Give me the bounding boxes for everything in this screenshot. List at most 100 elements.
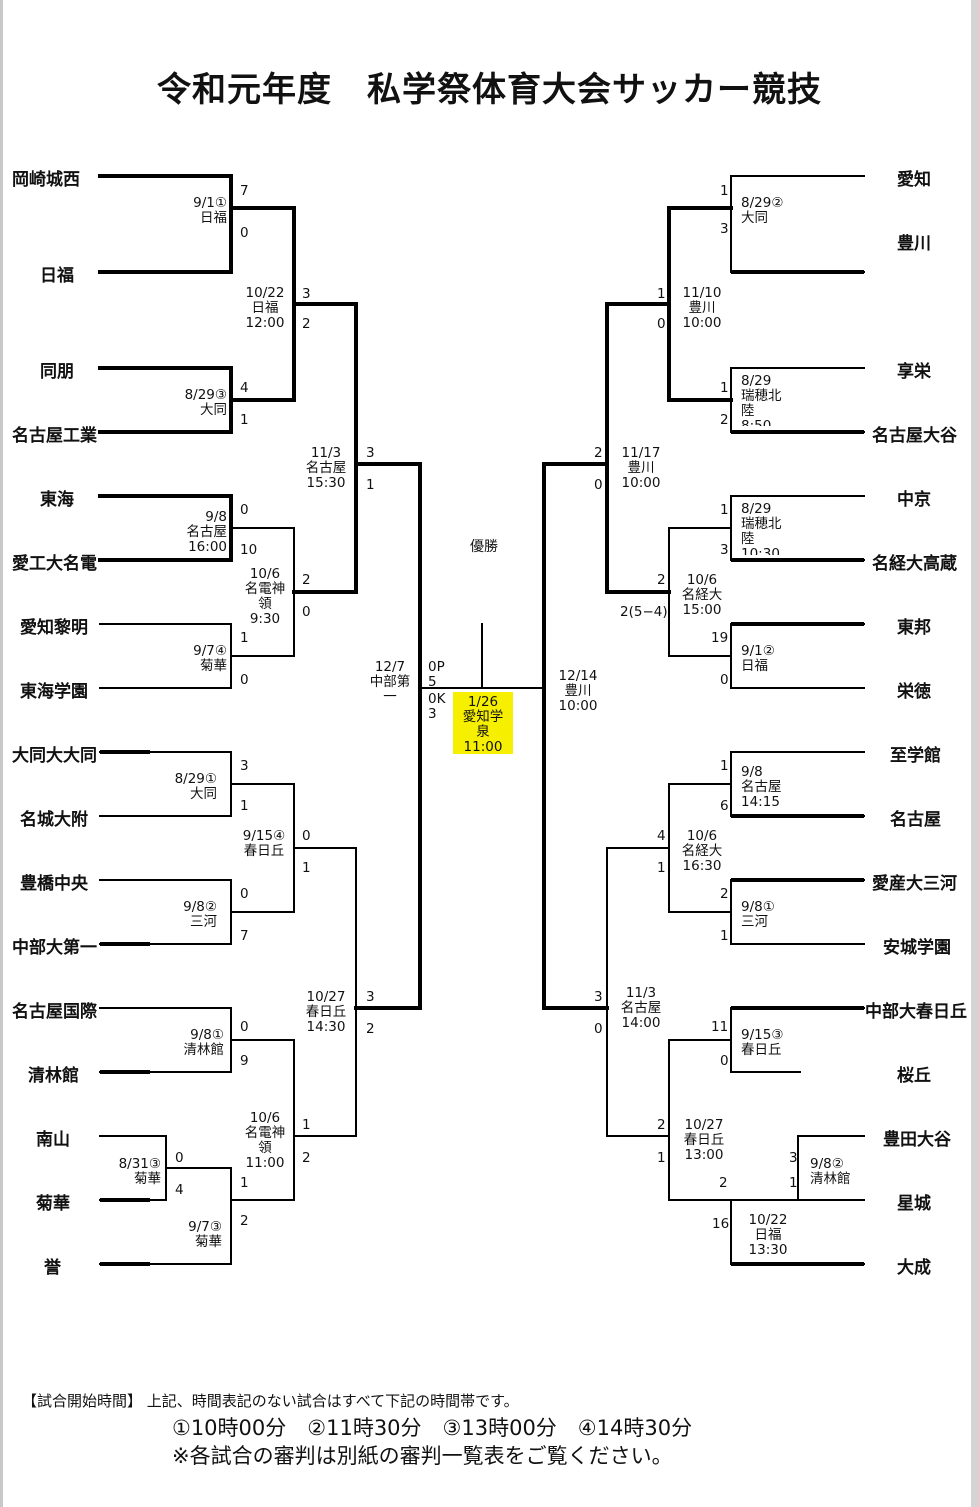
team-name: 清林館 (28, 1066, 79, 1086)
bracket-line (100, 174, 150, 1266)
match-score: 2 (302, 572, 311, 588)
match-info: 10/22 日福 12:00 (245, 285, 285, 331)
match-info: 10/6 名電神 領 11:00 (244, 1110, 286, 1171)
match-info: 8/29② 大同 (741, 195, 784, 226)
match-score: 2 (719, 1175, 728, 1191)
match-score: 2 (366, 1021, 375, 1037)
bracket-line (292, 302, 358, 594)
team-name: 桜丘 (897, 1066, 931, 1086)
match-score: 2 (240, 1213, 249, 1229)
match-score: 4 (175, 1182, 184, 1198)
team-name: 名古屋 (890, 810, 941, 830)
match-score: 0 (302, 828, 311, 844)
team-name: 大成 (897, 1258, 931, 1278)
match-score: 10 (240, 542, 258, 558)
match-score: 0 (657, 316, 666, 332)
match-info: 9/8② 清林館 (810, 1156, 851, 1187)
team-name: 栄徳 (897, 682, 931, 702)
match-score: 3 (720, 542, 729, 558)
bracket-line (98, 174, 233, 274)
bracket-line (606, 847, 670, 1137)
bracket-line (605, 302, 671, 594)
match-score: 1 (240, 1175, 249, 1191)
team-name: 享栄 (897, 362, 931, 382)
match-score: 0P 5 (428, 659, 445, 690)
team-name: 中部大春日丘 (865, 1002, 967, 1022)
team-name: 東海 (40, 490, 74, 510)
bracket-line (230, 1039, 295, 1201)
match-info: 9/8① 清林館 (183, 1027, 225, 1058)
team-name: 至学館 (890, 746, 941, 766)
match-score: 2 (720, 412, 729, 428)
champion-label: 優勝 (470, 539, 498, 555)
bracket-line (293, 847, 357, 1137)
match-score: 1 (720, 380, 729, 396)
match-info: 9/8① 三河 (741, 899, 775, 930)
match-info: 10/27 春日丘 14:30 (305, 989, 347, 1035)
match-info: 9/7④ 菊華 (193, 643, 227, 674)
match-score: 19 (711, 630, 729, 646)
match-score: 3 (720, 221, 729, 237)
team-name: 愛知黎明 (20, 618, 88, 638)
team-name: 南山 (36, 1130, 70, 1150)
page-edge-right (971, 0, 979, 1507)
team-name: 岡崎城西 (12, 170, 80, 190)
match-info: 9/1② 日福 (741, 643, 775, 674)
bracket-line (668, 1039, 799, 1201)
match-info: 9/8 名古屋 16:00 (186, 509, 228, 555)
match-score: 0 (240, 886, 249, 902)
match-info: 10/6 名経大 16:30 (681, 828, 723, 874)
match-score: 0 (302, 604, 311, 620)
match-score: 1 (302, 1117, 311, 1133)
team-name: 名古屋工業 (12, 426, 97, 446)
match-score: 3 (302, 286, 311, 302)
match-score: 1 (720, 183, 729, 199)
match-score: 1 (657, 860, 666, 876)
bracket-line (797, 1135, 865, 1201)
match-score: 3 (594, 989, 603, 1005)
match-info: 11/3 名古屋 14:00 (620, 985, 662, 1031)
match-info: 8/29③ 大同 (184, 387, 227, 418)
match-score: 1 (240, 798, 249, 814)
team-name: 日福 (40, 266, 74, 286)
team-name: 名古屋国際 (12, 1002, 97, 1022)
team-name: 安城学園 (883, 938, 951, 958)
team-name: 中京 (897, 490, 931, 510)
bracket-line (542, 462, 609, 1010)
team-name: 名古屋大谷 (872, 426, 957, 446)
team-name: 東邦 (897, 618, 931, 638)
bracket-line (731, 270, 864, 1266)
match-score: 2 (657, 1117, 666, 1133)
team-name: 名城大附 (20, 810, 88, 830)
match-score: 2(5−4) (620, 604, 668, 620)
match-info: 9/1① 日福 (193, 195, 227, 226)
footer-note: 【試合開始時間】 上記、時間表記のない試合はすべて下記の時間帯です。 (22, 1392, 519, 1410)
footer-times: ①10時00分 ②11時30分 ③13時00分 ④14時30分 (172, 1416, 693, 1440)
match-score: 1 (657, 286, 666, 302)
team-name: 名経大高蔵 (872, 554, 957, 574)
match-info: 11/10 豊川 10:00 (682, 285, 722, 331)
bracket-line (354, 462, 422, 1010)
match-info: 9/7③ 菊華 (188, 1219, 222, 1250)
match-score: 9 (240, 1053, 249, 1069)
team-name: 大同大大同 (12, 746, 97, 766)
match-score: 0 (594, 1021, 603, 1037)
match-score: 3 (789, 1150, 798, 1166)
match-info: 10/6 名電神 領 9:30 (244, 566, 286, 627)
team-name: 同朋 (40, 362, 74, 382)
match-info: 9/8② 三河 (183, 899, 217, 930)
match-info: 8/29 瑞穂北 陸 8:50 (741, 374, 782, 426)
page-edge-left (0, 0, 3, 1507)
match-info: 11/17 豊川 10:00 (621, 445, 661, 491)
team-name: 東海学園 (20, 682, 88, 702)
match-score: 11 (711, 1019, 729, 1035)
match-info: 10/6 名経大 15:00 (681, 572, 723, 618)
match-score: 0 (240, 672, 249, 688)
match-score: 1 (302, 860, 311, 876)
match-info: 9/15④ 春日丘 (242, 828, 286, 859)
match-score: 0 (240, 225, 249, 241)
match-score: 16 (712, 1216, 730, 1232)
match-info: 12/7 中部第 一 (369, 659, 411, 705)
match-score: 2 (720, 886, 729, 902)
